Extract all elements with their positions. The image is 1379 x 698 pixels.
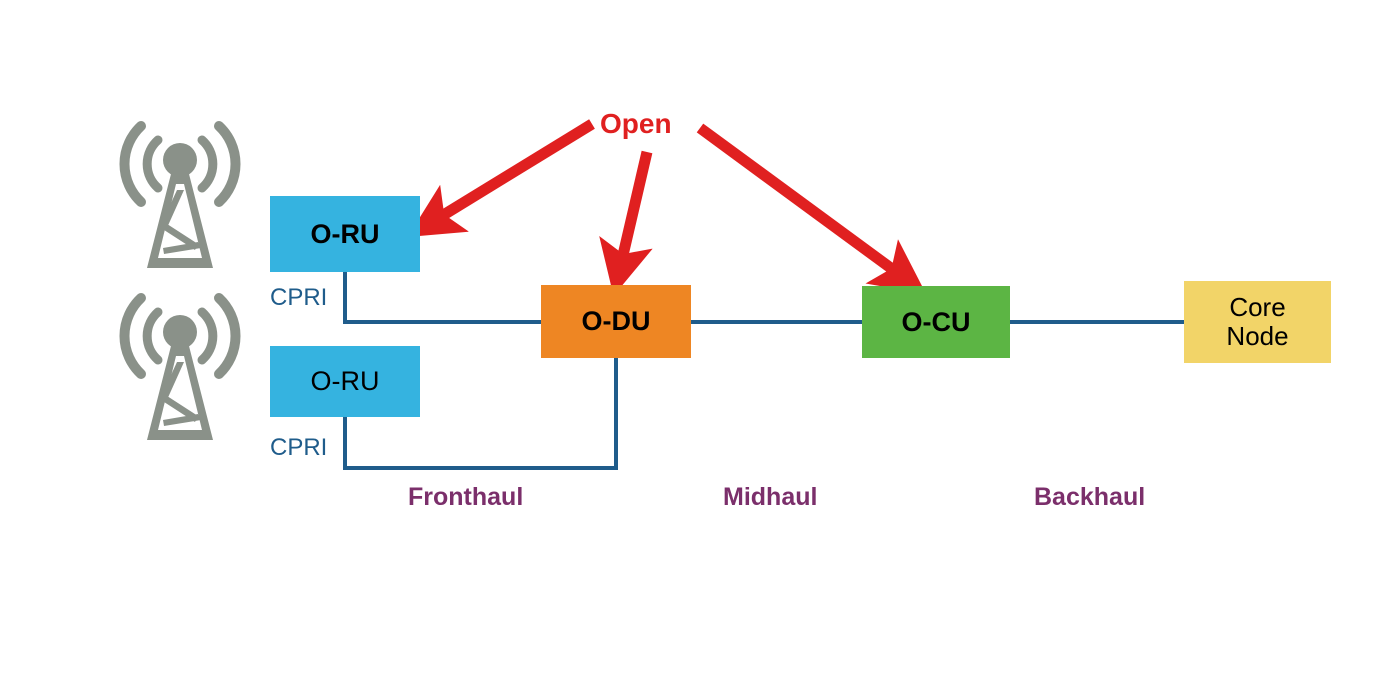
open-arrow-to-ocu [696,123,927,294]
node-box-odu[interactable]: O-DU [541,285,691,358]
tower-bottom-icon [124,298,235,440]
tower-top-icon [124,126,235,268]
segment-label-fronthaul: Fronthaul [408,483,524,511]
node-box-core[interactable]: Core Node [1184,281,1331,363]
open-annotation-arrows [407,119,927,296]
open-annotation-label: Open [600,108,672,139]
link-lines [343,272,1184,470]
node-label-odu: O-DU [581,306,651,337]
link-oru-bottom-to-odu [343,358,618,470]
link-oru-top-to-odu [343,272,541,324]
node-box-oru-bottom[interactable]: O-RU [270,346,420,417]
node-label-oru-bottom: O-RU [310,366,380,397]
node-box-oru-top[interactable]: O-RU [270,196,420,272]
cpri-label-bottom: CPRI [270,434,328,461]
node-label-core: Core Node [1226,291,1289,351]
node-box-ocu[interactable]: O-CU [862,286,1010,358]
open-arrow-to-oru [407,119,595,237]
open-arrow-to-odu [599,150,653,296]
segment-label-backhaul: Backhaul [1034,483,1146,511]
segment-label-midhaul: Midhaul [723,483,818,511]
cpri-label-top: CPRI [270,284,328,311]
node-label-ocu: O-CU [901,306,971,337]
node-label-oru-top: O-RU [310,218,380,249]
